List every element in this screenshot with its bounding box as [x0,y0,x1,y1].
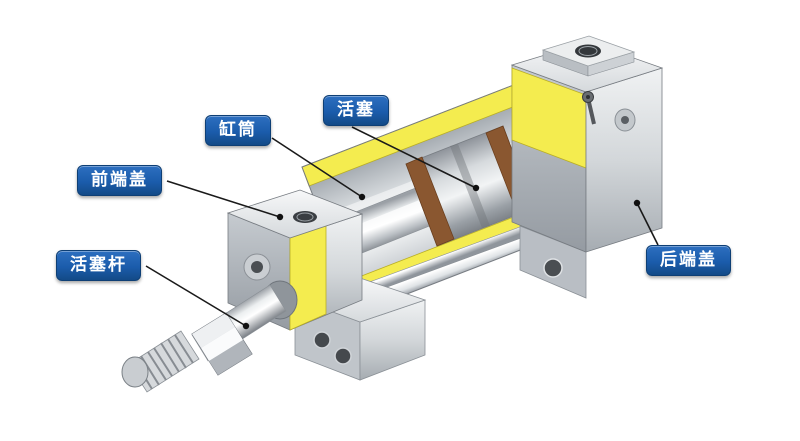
piston-group [405,125,535,247]
leader-dot-front-end-cover [276,213,284,221]
leader-lines-group [145,126,659,327]
rear-cover-screw-center [621,116,629,124]
label-rear-end-cover: 后端盖 [646,245,731,277]
leader-dot-piston [472,184,480,192]
rear-foot-hole [543,258,563,278]
rod-nut-facet-bottom [209,340,252,375]
leader-line-piston-rod [145,265,247,327]
front-end-cover-group [226,189,427,381]
label-piston-rod: 活塞杆 [56,250,141,282]
label-cylinder-barrel: 缸筒 [205,115,271,147]
leader-dot-piston-rod [242,322,250,330]
rear-end-cover-group [510,35,664,299]
front-block-hole-1 [313,331,331,349]
air-port-thread [578,46,598,56]
piston-groove [450,144,490,228]
front-port-thread [296,212,314,222]
leader-line-piston [351,126,477,189]
leader-line-cylinder-barrel [271,137,363,198]
leader-line-rear-end-cover [636,202,659,246]
front-block-hole-2 [334,347,352,365]
piston-rod-outer-group [121,284,287,393]
front-cover-boss-center [251,261,263,273]
leader-line-front-end-cover [166,180,281,218]
rod-tip [121,356,149,388]
leader-dot-rear-end-cover [633,199,641,207]
rod-thread-lines [133,334,194,390]
cushion-valve-center [586,95,590,99]
cut-section-front-cover [289,225,327,331]
leader-dot-cylinder-barrel [358,193,366,201]
rear-cover-right-face [585,67,663,253]
label-piston: 活塞 [323,95,389,127]
leader-dots-group [242,184,641,330]
rod-nut-facet-top [192,313,235,348]
label-front-end-cover: 前端盖 [77,165,162,197]
rod-nut-facet-mid [201,327,243,361]
